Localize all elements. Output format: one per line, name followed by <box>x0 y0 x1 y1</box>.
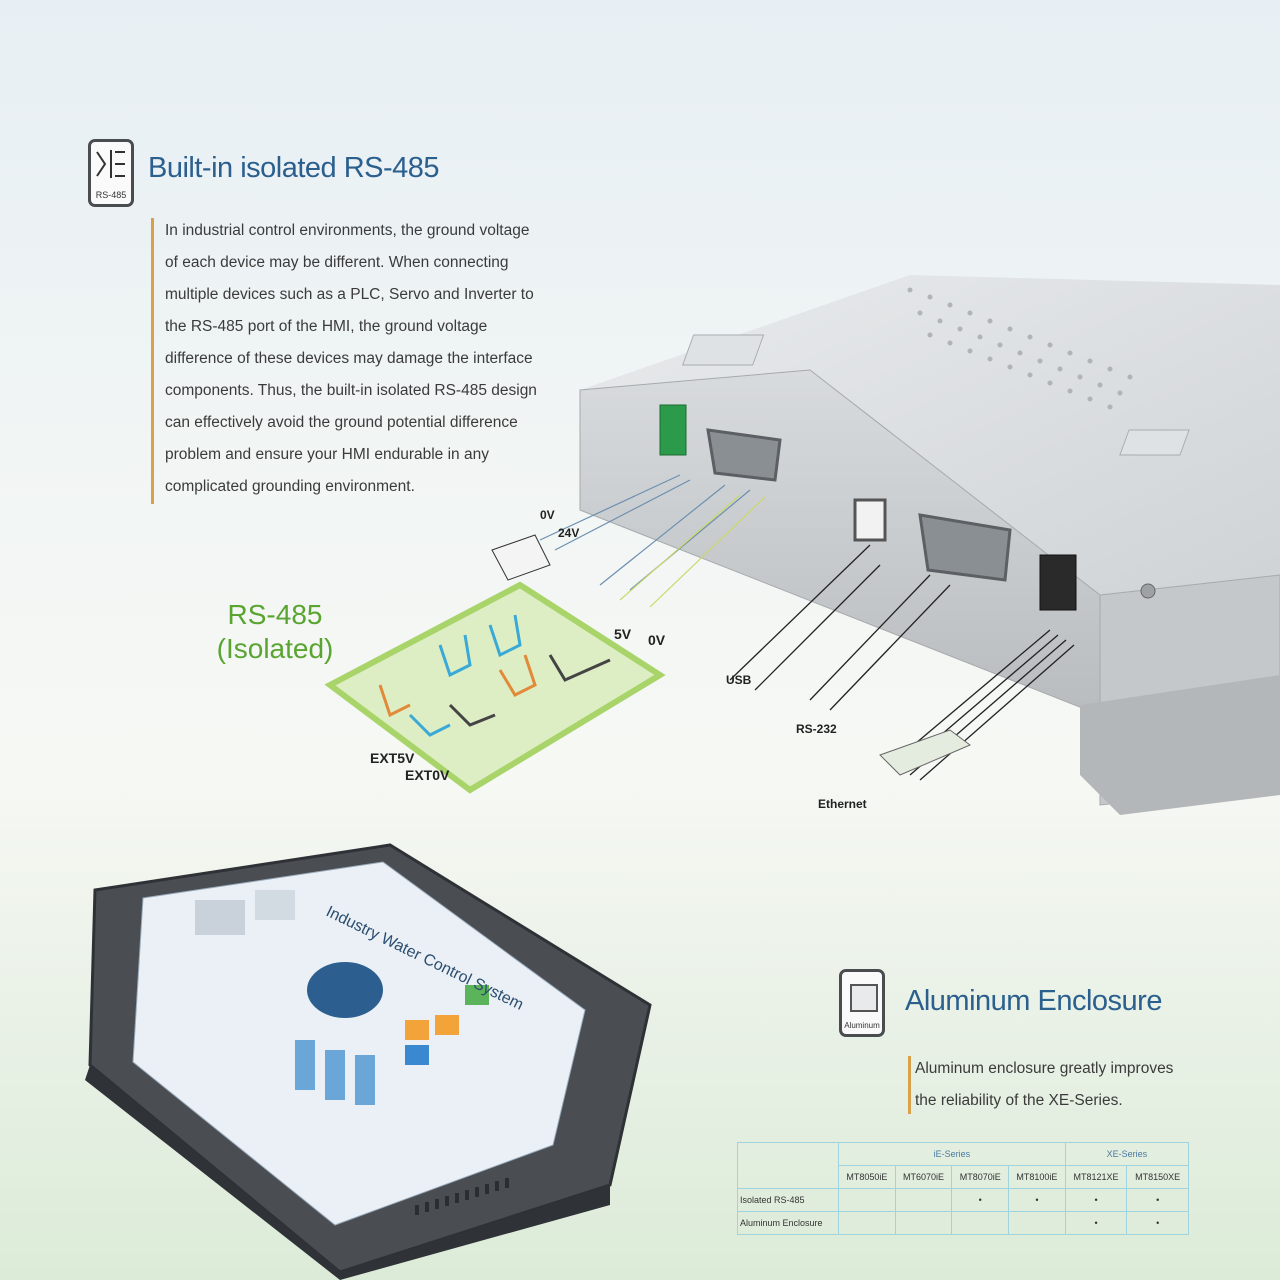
table-corner <box>737 1142 839 1189</box>
rs485-icon: RS-485 <box>88 139 134 207</box>
table-cell: • <box>1126 1188 1189 1212</box>
table-cell: • <box>1064 1211 1128 1235</box>
hmi-bezel <box>1080 675 1280 815</box>
table-cell <box>951 1211 1010 1235</box>
section1-title: Built-in isolated RS-485 <box>148 152 440 184</box>
section1-line: components. Thus, the built-in isolated … <box>165 382 537 399</box>
label-ext5v: EXT5V <box>370 750 415 766</box>
enclosure-square-icon <box>850 984 878 1012</box>
ethernet-connector <box>879 729 971 776</box>
section2-paragraph: Aluminum enclosure greatly improves the … <box>915 1053 1173 1117</box>
table-cell: • <box>1008 1188 1066 1212</box>
screen-widgets <box>195 890 489 1105</box>
section1-accent-bar <box>151 218 154 504</box>
table-cell <box>894 1188 953 1212</box>
section1-line: In industrial control environments, the … <box>165 222 530 239</box>
label-0v-top: 0V <box>540 508 555 522</box>
table-cell <box>1008 1211 1066 1235</box>
label-0v-board: 0V <box>648 632 666 648</box>
vent-slots <box>415 1178 509 1215</box>
rs485-db9-port <box>706 428 782 482</box>
table-row: iE-Series XE-Series <box>737 1142 1190 1189</box>
table-cell <box>894 1211 953 1235</box>
isolated-board <box>324 581 666 794</box>
table-model-header: MT8121XE <box>1064 1165 1128 1189</box>
section2-title: Aluminum Enclosure <box>905 985 1162 1017</box>
table-row-header: Isolated RS-485 <box>737 1188 839 1212</box>
aluminum-icon: Aluminum <box>839 969 885 1037</box>
table-model-header: MT8100iE <box>1008 1165 1066 1189</box>
section1-line: difference of these devices may damage t… <box>165 350 533 367</box>
ethernet-port <box>1039 554 1077 611</box>
isolation-symbol-icon <box>96 150 125 178</box>
label-5v: 5V <box>614 626 632 642</box>
section1-line: of each device may be different. When co… <box>165 254 509 271</box>
table-cell <box>838 1211 896 1235</box>
hmi-rear-illustration <box>491 275 1280 815</box>
label-rs232: RS-232 <box>796 722 837 736</box>
section2-line: the reliability of the XE-Series. <box>915 1092 1123 1109</box>
isolator-chip <box>491 534 551 581</box>
table-cell: • <box>1064 1188 1128 1212</box>
section1-line: complicated grounding environment. <box>165 478 415 495</box>
rs485-icon-label: RS-485 <box>95 190 127 200</box>
section1-line: can effectively avoid the ground potenti… <box>165 414 518 431</box>
table-row: Isolated RS-485 • • • • <box>737 1188 1189 1212</box>
hmi-front-illustration: Industry Water Control System <box>85 843 652 1280</box>
rs485-heading-sub: (Isolated) <box>216 633 334 664</box>
table-row-header: Aluminum Enclosure <box>737 1211 839 1235</box>
table-cell: • <box>1126 1211 1189 1235</box>
rs485-heading-title: RS-485 <box>227 599 323 630</box>
table-model-header: MT6070iE <box>894 1165 953 1189</box>
aluminum-icon-label: Aluminum <box>844 1021 880 1030</box>
table-model-header: MT8070iE <box>951 1165 1010 1189</box>
table-cell <box>838 1188 896 1212</box>
rs485-heading: RS-485 (Isolated) <box>210 598 340 666</box>
hmi-screen <box>132 861 586 1226</box>
usb-port <box>853 498 887 542</box>
label-usb: USB <box>726 673 752 687</box>
section1-line: the RS-485 port of the HMI, the ground v… <box>165 318 488 335</box>
section1-line: multiple devices such as a PLC, Servo an… <box>165 286 534 303</box>
vent-holes <box>907 287 1133 410</box>
table-row: MT8050iE MT6070iE MT8070iE MT8100iE MT81… <box>738 1165 1189 1189</box>
series-comparison-table: iE-Series XE-Series MT8050iE MT6070iE MT… <box>737 1142 1190 1235</box>
table-model-header: MT8150XE <box>1126 1165 1189 1189</box>
table-group-header: XE-Series <box>1064 1142 1190 1166</box>
label-24v: 24V <box>558 526 580 540</box>
section1-line: problem and ensure your HMI endurable in… <box>165 446 489 463</box>
label-ext0v: EXT0V <box>405 767 450 783</box>
section2-line: Aluminum enclosure greatly improves <box>915 1060 1174 1077</box>
table-model-header: MT8050iE <box>838 1165 896 1189</box>
table-cell: • <box>951 1188 1010 1212</box>
label-ethernet: Ethernet <box>818 797 867 811</box>
table-group-header: iE-Series <box>838 1142 1066 1166</box>
section2-accent-bar <box>908 1056 911 1114</box>
table-row: Aluminum Enclosure • • <box>737 1211 1189 1235</box>
power-terminal <box>659 404 687 456</box>
section1-paragraph: In industrial control environments, the … <box>165 215 537 503</box>
rs232-db9-port <box>918 513 1012 582</box>
